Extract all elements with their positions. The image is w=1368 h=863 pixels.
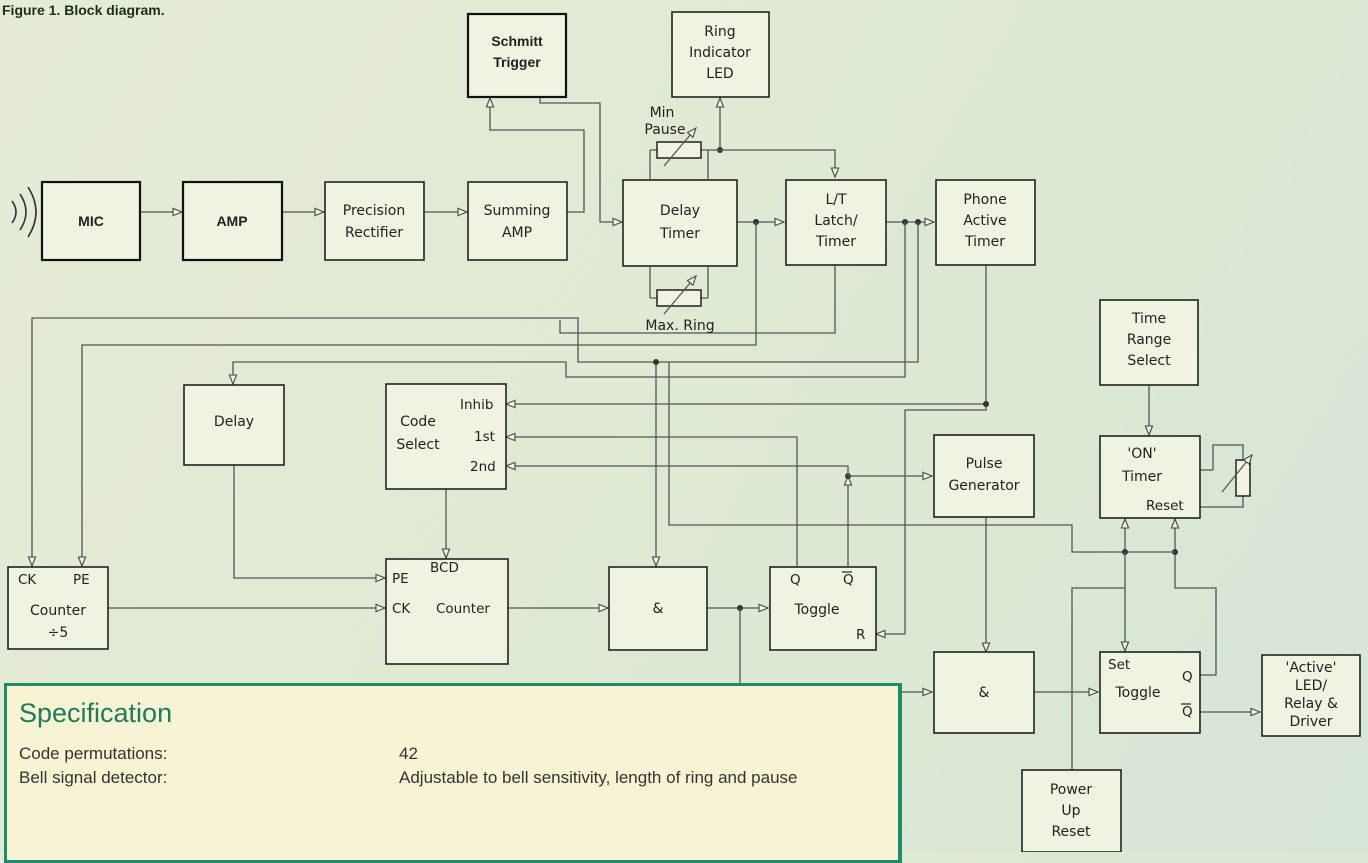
ring-led-line-3: LED — [706, 66, 733, 82]
block-time-range-select: Time Range Select — [1099, 299, 1199, 386]
block-amp-label: AMP — [216, 213, 247, 229]
summing-line-2: AMP — [502, 225, 532, 241]
pulse-gen-line-2: Generator — [948, 478, 1019, 494]
block-pulse-generator: Pulse Generator — [933, 434, 1035, 518]
block-schmitt-trigger: Schmitt Trigger — [466, 12, 568, 99]
counter5-line-2: ÷5 — [48, 625, 69, 641]
phone-timer-line-3: Timer — [964, 234, 1005, 250]
toggle1-pin-r: R — [856, 627, 865, 643]
toggle2-pin-set: Set — [1108, 657, 1130, 673]
code-select-line-2: Select — [396, 437, 440, 453]
sound-wave-icon — [11, 186, 37, 238]
ring-led-line-1: Ring — [704, 24, 735, 40]
block-and-gate-2: & — [933, 651, 1035, 734]
block-toggle-2: Set Q Q Toggle — [1099, 651, 1201, 734]
block-and-gate-1: & — [608, 566, 708, 651]
block-bcd-counter: PE BCD CK Counter — [385, 558, 509, 665]
min-pause-resistor: Min Pause — [644, 105, 720, 180]
block-counter-div5: CK PE Counter ÷5 — [7, 566, 109, 650]
block-mic-label: MIC — [78, 213, 104, 229]
rectifier-line-1: Precision — [343, 203, 405, 219]
counter5-pin-pe: PE — [73, 572, 90, 588]
and1-label: & — [653, 601, 664, 617]
rectifier-line-2: Rectifier — [345, 225, 403, 241]
schmitt-line-2: Trigger — [493, 54, 541, 70]
schmitt-line-1: Schmitt — [491, 33, 543, 49]
block-phone-active-timer: Phone Active Timer — [935, 179, 1036, 266]
toggle1-pin-qbar: Q — [843, 572, 854, 588]
bcd-pin-pe: PE — [392, 571, 409, 587]
delay-timer-line-1: Delay — [660, 203, 700, 219]
toggle1-pin-q: Q — [790, 572, 801, 588]
active-led-line-3: Relay & — [1284, 696, 1338, 712]
spec-row: Code permutations: 42 — [19, 744, 418, 764]
spec-label: Bell signal detector: — [19, 768, 168, 787]
specification-title: Specification — [19, 698, 173, 728]
and2-label: & — [979, 685, 990, 701]
wires — [27, 67, 1262, 770]
on-timer-line-1: 'ON' — [1127, 446, 1156, 462]
block-precision-rectifier: Precision Rectifier — [324, 181, 425, 261]
bcd-label-counter: Counter — [436, 601, 490, 617]
code-pin-2nd: 2nd — [470, 459, 496, 475]
power-reset-line-2: Up — [1061, 803, 1080, 819]
latch-line-1: L/T — [825, 192, 847, 208]
block-on-timer: 'ON' Timer Reset — [1099, 435, 1253, 519]
bcd-pin-bcd: BCD — [430, 560, 459, 576]
toggle2-pin-q: Q — [1182, 669, 1193, 685]
latch-line-3: Timer — [815, 234, 856, 250]
max-ring-resistor: Max. Ring — [645, 266, 715, 334]
power-reset-line-1: Power — [1050, 782, 1093, 798]
toggle2-label: Toggle — [1114, 685, 1160, 701]
time-range-line-1: Time — [1131, 311, 1166, 327]
pulse-gen-line-1: Pulse — [966, 456, 1003, 472]
code-pin-inhib: Inhib — [460, 397, 493, 413]
delay-timer-line-2: Timer — [659, 226, 700, 242]
spec-label: Code permutations: — [19, 744, 168, 763]
phone-timer-line-1: Phone — [963, 192, 1006, 208]
phone-timer-line-2: Active — [963, 213, 1006, 229]
max-ring-label: Max. Ring — [645, 318, 714, 334]
block-delay: Delay — [183, 384, 285, 466]
toggle2-pin-qbar: Q — [1182, 704, 1193, 720]
spec-value: 42 — [399, 744, 418, 763]
block-summing-amp: Summing AMP — [467, 181, 568, 261]
time-range-line-2: Range — [1127, 332, 1171, 348]
block-mic: MIC — [40, 180, 142, 262]
delay-label: Delay — [214, 414, 254, 430]
active-led-line-2: LED/ — [1295, 678, 1327, 694]
counter5-pin-ck: CK — [18, 572, 37, 588]
block-ring-indicator-led: Ring Indicator LED — [671, 11, 770, 98]
latch-line-2: Latch/ — [814, 213, 857, 229]
on-timer-line-2: Timer — [1121, 469, 1162, 485]
block-active-led-relay: 'Active' LED/ Relay & Driver — [1261, 654, 1361, 737]
counter5-line-1: Counter — [30, 603, 86, 619]
active-led-line-4: Driver — [1289, 714, 1332, 730]
on-timer-reset-pin: Reset — [1146, 498, 1184, 514]
code-select-line-1: Code — [400, 414, 436, 430]
block-delay-timer: Delay Timer — [622, 179, 738, 267]
block-amp: AMP — [181, 180, 284, 262]
specification-panel: Specification Code permutations: 42 Bell… — [4, 683, 902, 863]
spec-row: Bell signal detector: Adjustable to bell… — [19, 768, 798, 788]
spec-value: Adjustable to bell sensitivity, length o… — [399, 768, 798, 787]
time-range-line-3: Select — [1127, 353, 1171, 369]
block-code-select: Code Select Inhib 1st 2nd — [385, 383, 507, 490]
min-pause-label-2: Pause — [644, 122, 685, 138]
code-pin-1st: 1st — [474, 429, 495, 445]
block-power-up-reset: Power Up Reset — [1021, 769, 1122, 852]
ring-led-line-2: Indicator — [689, 45, 751, 61]
active-led-line-1: 'Active' — [1285, 660, 1336, 676]
bcd-pin-ck: CK — [392, 601, 411, 617]
block-toggle-1: Q Q R Toggle — [769, 566, 877, 651]
power-reset-line-3: Reset — [1051, 824, 1091, 840]
toggle1-label: Toggle — [793, 602, 839, 618]
summing-line-1: Summing — [484, 203, 551, 219]
min-pause-label-1: Min — [650, 105, 675, 121]
figure-caption: Figure 1. Block diagram. — [2, 2, 165, 18]
block-latch-timer: L/T Latch/ Timer — [785, 179, 887, 266]
